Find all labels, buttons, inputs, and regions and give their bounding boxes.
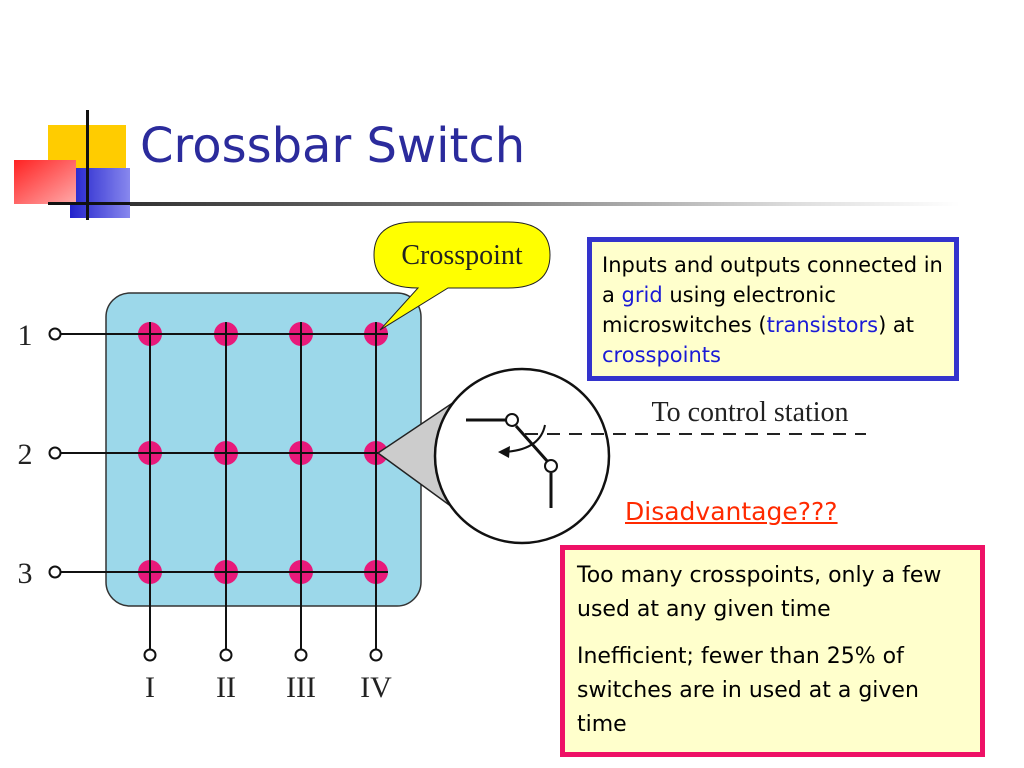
deco-red-square	[14, 160, 76, 204]
info-box-text: Inputs and outputs connected in a grid u…	[602, 250, 944, 370]
info-highlight-transistors: transistors	[766, 313, 879, 337]
deco-blue-square	[70, 168, 130, 218]
deco-vertical-line	[86, 110, 89, 220]
crosspoint-callout-label: Crosspoint	[401, 240, 523, 271]
input-label: 3	[18, 557, 33, 590]
output-terminal	[369, 648, 383, 662]
info-text-part: using electronic microswitches (	[602, 283, 836, 337]
switch-zoom-detail: To control station	[376, 367, 866, 545]
zoom-circle	[433, 367, 611, 545]
output-terminal	[294, 648, 308, 662]
slide-title: Crossbar Switch	[140, 118, 526, 174]
switch-action-arrowhead	[498, 446, 510, 458]
control-station-label: To control station	[651, 397, 848, 428]
input-label: 2	[18, 438, 33, 471]
switch-terminal-top	[505, 413, 519, 427]
info-highlight-grid: grid	[621, 283, 663, 307]
title-underline	[130, 202, 960, 206]
output-label: IV	[360, 671, 392, 704]
disadvantage-heading: Disadvantage???	[625, 497, 838, 526]
info-box: Inputs and outputs connected in a grid u…	[587, 237, 959, 381]
input-label: 1	[18, 319, 33, 352]
info-highlight-crosspoints: crosspoints	[602, 343, 721, 367]
switch-terminal-bottom	[544, 459, 558, 473]
output-label: II	[216, 671, 236, 704]
crosspoint-callout-bubble	[373, 221, 551, 331]
info-text-part: ) at	[878, 313, 915, 337]
output-label: I	[145, 671, 155, 704]
disadvantage-box: Too many crosspoints, only a few used at…	[560, 545, 985, 757]
deco-horizontal-line	[48, 202, 130, 205]
output-terminal	[219, 648, 233, 662]
output-label: III	[286, 671, 316, 704]
input-terminal	[48, 446, 62, 460]
switch-action-arrow	[503, 424, 546, 453]
disadvantage-point: Too many crosspoints, only a few used at…	[577, 563, 942, 622]
disadvantage-point: Inefficient; fewer than 25% of switches …	[577, 644, 919, 737]
info-text-part: Inputs and outputs connected in a	[602, 253, 943, 307]
output-terminal	[143, 648, 157, 662]
crosspoint-callout: Crosspoint	[373, 221, 551, 331]
input-terminal	[48, 565, 62, 579]
input-terminal	[48, 327, 62, 341]
